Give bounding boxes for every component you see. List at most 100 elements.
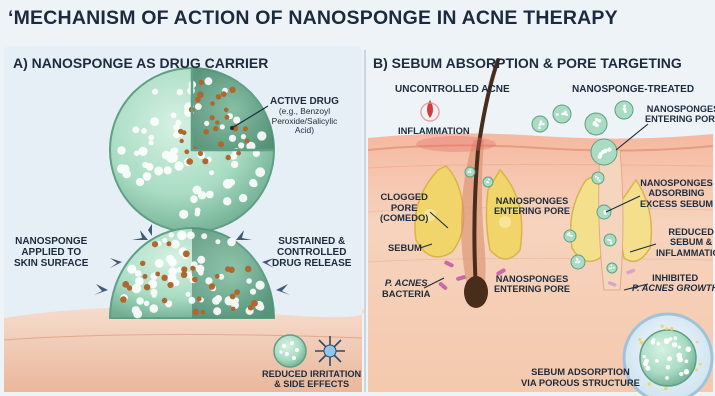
sponge-pore: [251, 181, 257, 187]
sebum-droplet: [640, 341, 644, 345]
nanosponge-pore: [611, 267, 613, 269]
sponge-pore: [220, 124, 225, 129]
nanosponge-pore: [569, 234, 571, 236]
sponge-pore: [223, 197, 231, 205]
drug-particle: [155, 272, 160, 277]
lens-pore: [685, 360, 689, 364]
sponge-pore: [150, 117, 159, 126]
drug-particle: [218, 141, 224, 147]
nanosponge-pore: [599, 180, 601, 182]
reduced-sebum-line-1: REDUCED: [656, 227, 715, 237]
nanosponge-pore: [577, 261, 579, 263]
sponge-pore: [127, 265, 136, 274]
sponge-pore: [168, 267, 177, 276]
adsorbing-line-1: NANOSPONGES: [640, 178, 713, 188]
nanosponge-pore: [575, 261, 577, 263]
p-acnes-line-2: BACTERIA: [382, 289, 430, 300]
sponge-pore: [144, 301, 149, 306]
sponge-pore: [228, 179, 235, 186]
nanosponge-pore: [538, 127, 541, 130]
drug-particle: [180, 139, 184, 143]
sponge-pore: [152, 89, 158, 95]
sponge-pore: [171, 113, 177, 119]
sponge-pore: [143, 172, 152, 181]
nanosponge-pore: [567, 234, 569, 236]
sponge-pore: [176, 120, 182, 126]
uncontrolled-acne-label: UNCONTROLLED ACNE: [395, 84, 510, 95]
drug-particle: [202, 158, 208, 164]
drug-particle: [203, 129, 209, 135]
drug-particle: [178, 129, 183, 134]
adsorbing-sebum-label: NANOSPONGES ADSORBING EXCESS SEBUM: [640, 178, 713, 209]
nanosponge-pore: [565, 113, 568, 116]
sponge-pore: [227, 238, 236, 247]
panel-b-heading: B) SEBUM ABSORPTION & PORE TARGETING: [373, 56, 682, 72]
nanosponge-pore: [470, 172, 472, 174]
nanosponge-pore: [603, 211, 605, 213]
sebum-droplet: [696, 341, 699, 344]
adsorbing-line-2: ADSORBING: [640, 188, 713, 198]
drug-particle: [181, 272, 188, 279]
nanosponge-pore: [597, 178, 599, 180]
nanosponge-pore: [595, 118, 599, 122]
drug-particle: [229, 87, 235, 93]
entering-mid-line-1: NANOSPONGES: [494, 196, 570, 206]
drug-particle: [215, 274, 220, 279]
drug-particle: [144, 284, 150, 290]
adsorption-line-1: SEBUM ADSORPTION: [521, 367, 640, 378]
applied-line-3: SKIN SURFACE: [14, 258, 88, 269]
clogged-pore-label: CLOGGED PORE (COMEDO): [380, 192, 428, 224]
drug-particle: [199, 80, 204, 85]
nanosponge-pore: [613, 267, 615, 269]
sebum-droplet: [699, 363, 702, 366]
drug-particle: [152, 241, 158, 247]
sponge-pore: [206, 191, 214, 199]
drug-particle: [143, 274, 148, 279]
nanosponge-treated-label: NANOSPONGE-TREATED: [572, 84, 694, 95]
active-drug-note-3: Acid): [270, 126, 339, 135]
nanosponge-pore: [538, 124, 541, 127]
nanosponge-pore: [623, 104, 626, 107]
nanosponge-pore: [469, 169, 471, 171]
inhibited-line-1: INHIBITED: [632, 273, 715, 283]
nanosponge-pore: [576, 258, 578, 260]
sponge-pore: [135, 277, 144, 286]
drug-particle: [215, 120, 219, 124]
sponge-pore: [150, 304, 159, 313]
entering-pore-top-label: NANOSPONGES ENTERING PORE: [645, 104, 715, 125]
sustained-line-3: DRUG RELEASE: [272, 258, 351, 269]
lens-pore: [657, 342, 661, 346]
sponge-pore: [190, 195, 198, 203]
entering-top-line-2: ENTERING PORE: [645, 114, 715, 124]
lens-pore: [676, 353, 682, 359]
entering-pore-low-label: NANOSPONGES ENTERING PORE: [494, 274, 570, 295]
sponge-pore: [162, 238, 167, 243]
sponge-pore: [138, 147, 147, 156]
lens-pore: [645, 366, 650, 371]
sebum-droplet: [647, 382, 651, 386]
nanosponge-pore: [607, 239, 609, 241]
sebum-droplet: [665, 327, 668, 330]
lens-pore: [679, 372, 683, 376]
nanosponge-pore: [571, 235, 573, 237]
adsorption-line-2: VIA POROUS STRUCTURE: [521, 378, 640, 389]
entering-low-line-2: ENTERING PORE: [494, 284, 570, 294]
drug-particle: [216, 94, 222, 100]
sponge-pore: [193, 186, 202, 195]
drug-particle: [120, 296, 127, 303]
sponge-pore: [136, 178, 144, 186]
drug-particle: [198, 151, 203, 156]
sponge-pore: [188, 297, 195, 304]
inflammation-label: INFLAMMATION: [398, 126, 470, 137]
sponge-pore: [213, 307, 221, 315]
inflammation-redness: [416, 136, 496, 152]
reduced-irritation-label: REDUCED IRRITATION & SIDE EFFECTS: [262, 369, 361, 390]
sponge-pore: [212, 297, 220, 305]
sponge-pore: [186, 292, 191, 297]
lens-pore: [643, 361, 648, 366]
drug-particle: [248, 305, 254, 311]
drug-particle: [221, 91, 227, 97]
lens-pore: [673, 336, 677, 340]
sponge-pore: [201, 233, 207, 239]
